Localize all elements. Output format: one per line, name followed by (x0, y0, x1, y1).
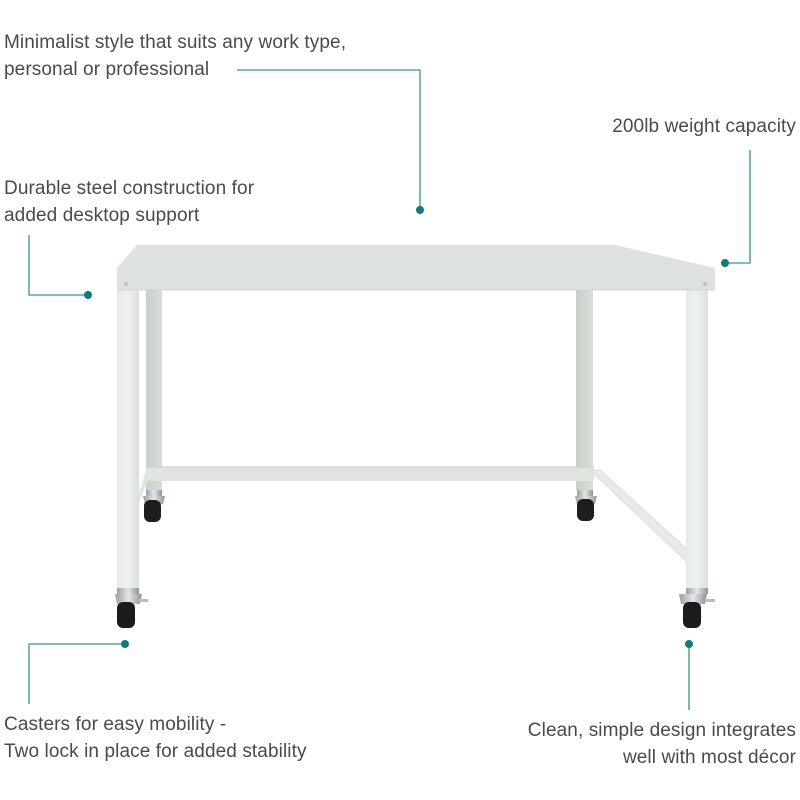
back-left-caster (143, 490, 165, 522)
callout-construction-line-1: Durable steel construction for (4, 178, 255, 199)
callout-construction-line-2: added desktop support (4, 205, 200, 226)
callout-style: Minimalist style that suits any work typ… (4, 29, 346, 83)
callout-style-line-2: personal or professional (4, 59, 210, 80)
screw (123, 281, 129, 287)
leader-capacity (725, 150, 751, 264)
front-right-caster (679, 588, 715, 628)
desk (115, 245, 715, 628)
leader-dots (84, 206, 729, 648)
callout-design-line-2: well with most décor (622, 747, 796, 768)
dot-style-icon (416, 206, 424, 214)
callout-casters: Casters for easy mobility - Two lock in … (4, 711, 307, 765)
callout-casters-line-1: Casters for easy mobility - (4, 714, 227, 735)
callout-design-line-1: Clean, simple design integrates (527, 720, 796, 741)
callout-capacity-line-1: 200lb weight capacity (612, 116, 796, 137)
dot-design-icon (685, 640, 693, 648)
callout-casters-line-2: Two lock in place for added stability (4, 741, 307, 762)
dot-construction-icon (84, 291, 92, 299)
callout-construction: Durable steel construction for added des… (4, 175, 254, 229)
callout-style-line-1: Minimalist style that suits any work typ… (4, 32, 347, 53)
front-left-leg (117, 290, 139, 590)
screw (702, 281, 708, 287)
back-left-leg (146, 290, 162, 490)
desktop-surface (117, 245, 715, 290)
leader-lines (28, 69, 751, 710)
leader-casters (28, 643, 125, 704)
callout-design: Clean, simple design integrates well wit… (528, 717, 796, 771)
front-left-caster (115, 588, 148, 628)
dot-casters-icon (121, 640, 129, 648)
callout-capacity: 200lb weight capacity (612, 113, 796, 140)
crossbar (146, 467, 594, 481)
back-right-caster (575, 490, 597, 521)
side-brace (588, 469, 691, 566)
dot-capacity-icon (721, 259, 729, 267)
back-right-leg (576, 290, 593, 490)
front-right-leg (686, 290, 708, 590)
leader-style (237, 69, 421, 208)
leader-construction (28, 235, 88, 296)
